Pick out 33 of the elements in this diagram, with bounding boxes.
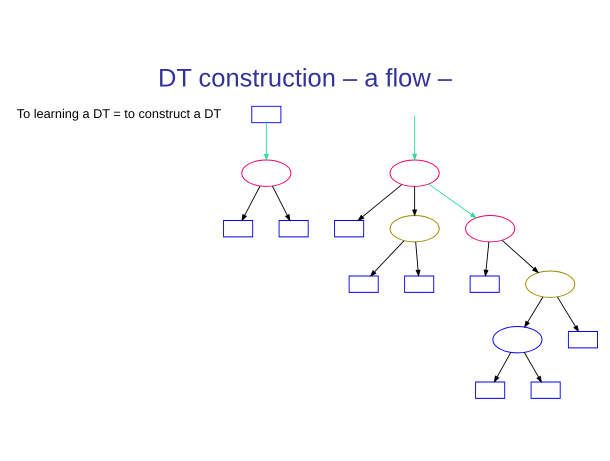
arrow	[484, 242, 490, 278]
arrow	[557, 296, 580, 333]
arrow	[428, 184, 478, 219]
node-box	[348, 276, 379, 293]
node-box	[278, 220, 309, 238]
arrow	[502, 240, 540, 274]
node-ellipse	[390, 215, 440, 242]
node-box	[530, 382, 561, 399]
node-box	[251, 106, 282, 124]
arrow	[524, 352, 542, 384]
arrow	[264, 122, 269, 162]
node-box	[223, 220, 254, 238]
node-ellipse	[525, 270, 576, 298]
node-ellipse	[465, 215, 516, 242]
node-ellipse	[390, 160, 440, 187]
node-box	[404, 276, 434, 293]
arrow	[412, 115, 418, 162]
arrow	[357, 184, 402, 222]
arrow	[415, 242, 421, 278]
arrow	[412, 186, 418, 217]
node-ellipse	[241, 160, 292, 187]
arrow	[241, 186, 261, 222]
node-box	[475, 382, 506, 399]
arrow	[272, 186, 290, 222]
arrow	[494, 352, 512, 383]
arrow	[370, 240, 405, 277]
node-ellipse	[492, 326, 542, 354]
node-box	[568, 331, 598, 348]
arrow	[524, 296, 544, 328]
node-box	[334, 220, 364, 238]
diagram-title: DT construction – a flow –	[158, 64, 452, 93]
label: To learning a DT = to construct a DT	[16, 106, 222, 121]
node-box	[470, 276, 500, 293]
